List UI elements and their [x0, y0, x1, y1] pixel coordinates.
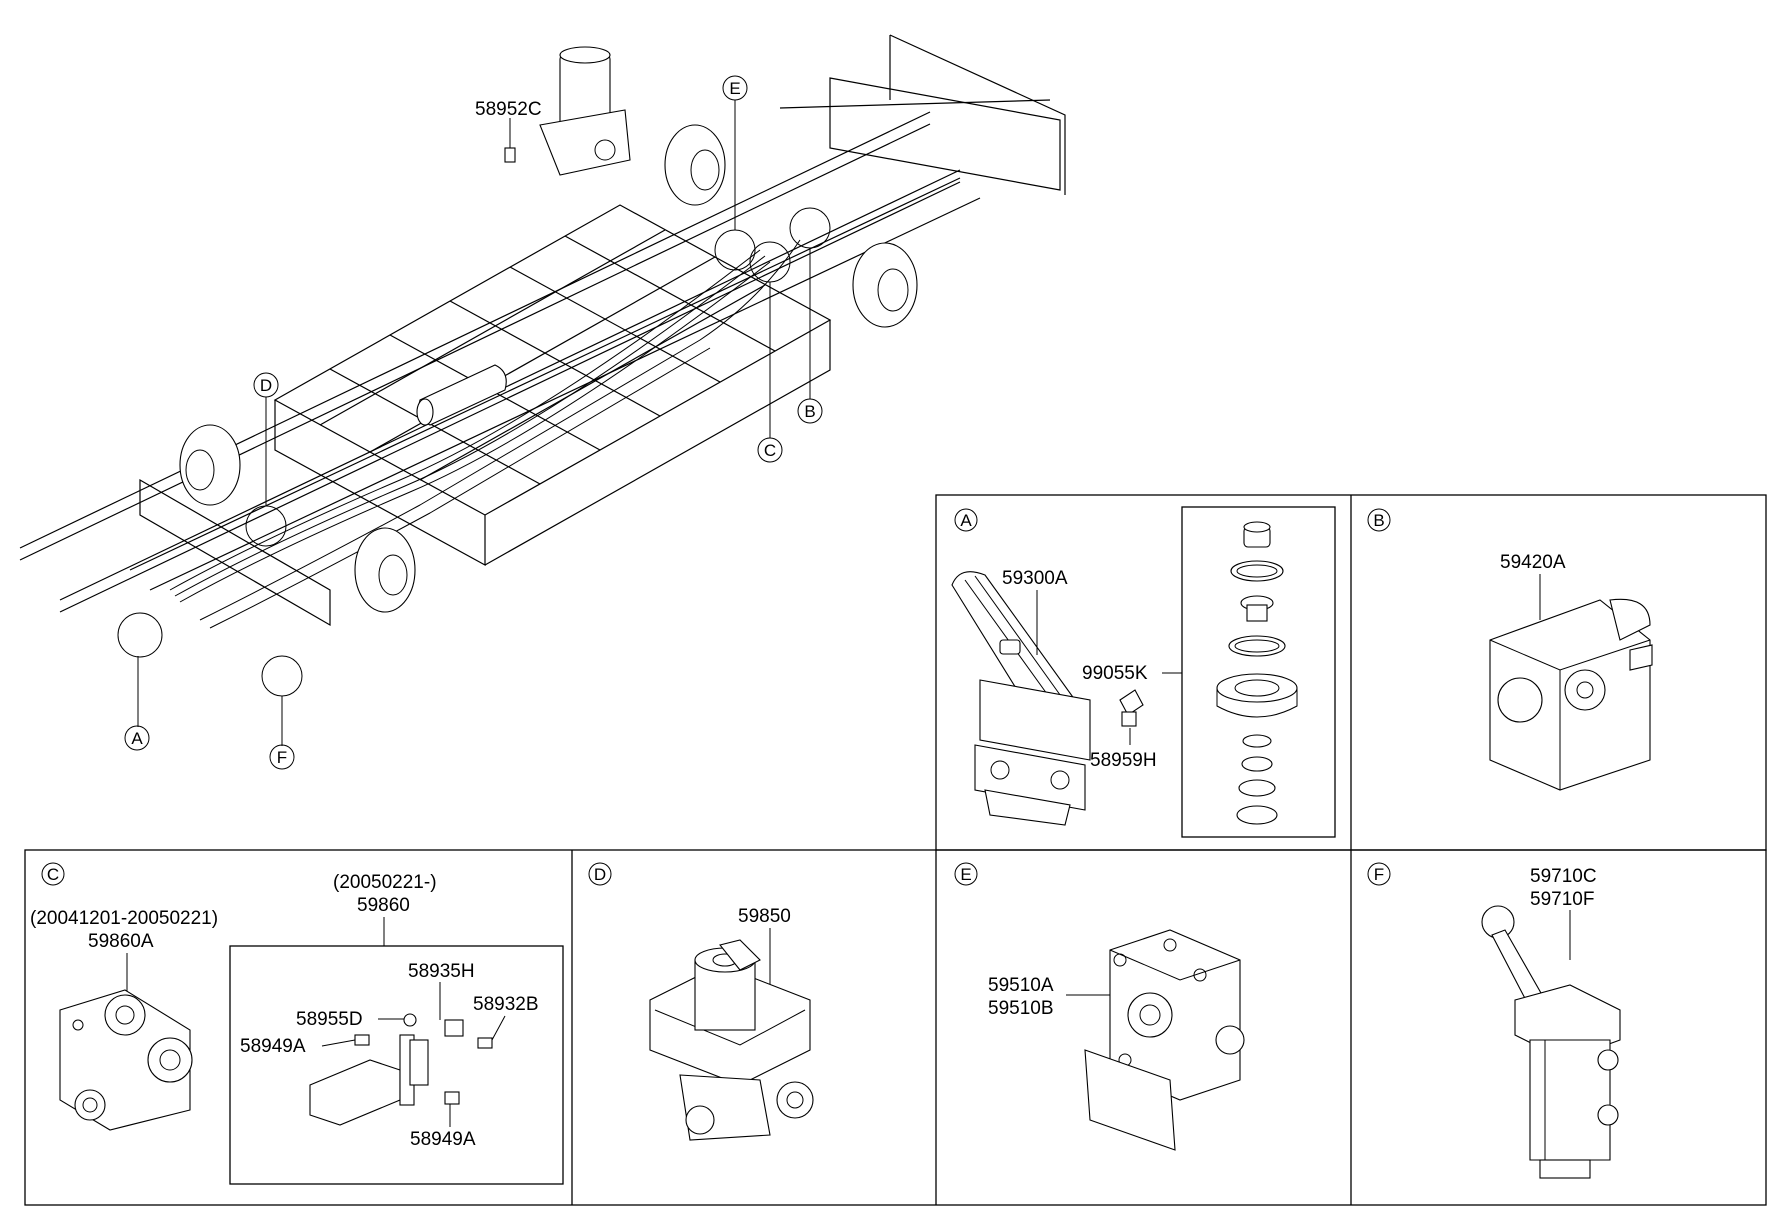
hand-valve-part-number: 59300A	[1002, 568, 1068, 589]
panel-f-part-1: 59710C	[1530, 866, 1597, 887]
cargo-frame	[273, 204, 832, 567]
panel-c-right-range: (20050221-)	[333, 872, 437, 893]
panel-d-part-number: 59850	[738, 906, 791, 927]
panel-e: E 59510A 59510B	[954, 862, 1245, 1151]
hand-control-valve	[951, 571, 1091, 826]
wheel-front-right	[852, 242, 918, 328]
frame-rails	[19, 111, 981, 613]
panel-c: C (20041201-20050221) 59860A (20050221-)…	[30, 862, 564, 1185]
detail-ring-e	[714, 229, 756, 271]
callout-f-label: F	[277, 748, 287, 767]
part-58949a-bottom: 58949A	[410, 1129, 476, 1150]
repair-kit-part-number: 99055K	[1082, 663, 1148, 684]
panel-f-letter: F	[1374, 865, 1384, 884]
panel-e-letter: E	[960, 865, 971, 884]
panel-d: D 59850	[588, 862, 814, 1141]
relay-valve-59420a	[1489, 598, 1653, 791]
callout-c: C	[757, 282, 783, 463]
callout-e: E	[722, 75, 748, 230]
detail-ring-d	[245, 505, 287, 547]
panel-c-letter: C	[47, 865, 59, 884]
panel-c-right-part-number: 59860	[357, 895, 410, 916]
panel-e-part-2: 59510B	[988, 998, 1054, 1019]
valve-59510	[1084, 929, 1245, 1151]
wheel-front-left	[664, 124, 726, 206]
callout-a: A	[124, 656, 150, 751]
fitting-part-number: 58959H	[1090, 750, 1157, 771]
panel-f-part-2: 59710F	[1530, 889, 1594, 910]
panel-a: A 59300A 58959H 99055K	[951, 506, 1336, 838]
panel-f: F 59710C 59710F	[1367, 862, 1621, 1179]
part-58955d: 58955D	[296, 1009, 363, 1030]
part-58935h: 58935H	[408, 961, 475, 982]
repair-kit-components	[1216, 521, 1298, 825]
callout-c-label: C	[764, 441, 776, 460]
callout-e-label: E	[729, 79, 740, 98]
detail-ring-f	[261, 655, 303, 697]
relay-valve-59860a	[59, 989, 193, 1131]
callout-d: D	[253, 372, 279, 506]
fitting-58959h	[1119, 689, 1144, 727]
panel-d-letter: D	[594, 865, 606, 884]
callout-a-label: A	[131, 729, 143, 748]
callout-b: B	[797, 248, 823, 424]
callout-b-label: B	[804, 402, 815, 421]
wheel-rear-right	[354, 527, 416, 613]
repair-kit-box	[1181, 506, 1336, 838]
part-58932b: 58932B	[473, 994, 539, 1015]
detail-ring-a	[117, 612, 163, 658]
part-58949a-top: 58949A	[240, 1036, 306, 1057]
panel-a-letter: A	[960, 511, 972, 530]
panel-b-part-number: 59420A	[1500, 552, 1566, 573]
air-tank	[416, 364, 507, 426]
callout-f: F	[269, 696, 295, 770]
panel-frames	[24, 494, 1767, 1206]
callout-d-label: D	[260, 376, 272, 395]
panel-b-letter: B	[1373, 511, 1384, 530]
panel-c-left-range: (20041201-20050221)	[30, 908, 218, 929]
panel-b: B 59420A	[1367, 508, 1653, 791]
panel-e-part-1: 59510A	[988, 975, 1054, 996]
panel-c-assembly	[309, 1013, 493, 1126]
air-dryer	[504, 46, 631, 176]
panel-c-left-part-number: 59860A	[88, 931, 154, 952]
cross-members	[139, 34, 1066, 627]
chassis-overview: 58952C A F D E C B	[19, 34, 1066, 770]
air-dryer-part-number: 58952C	[475, 99, 542, 120]
panel-c-assembly-box	[229, 945, 564, 1185]
quick-release-valve-59850	[649, 939, 814, 1141]
valve-59710	[1481, 905, 1621, 1179]
wheel-rear-left	[179, 424, 241, 506]
